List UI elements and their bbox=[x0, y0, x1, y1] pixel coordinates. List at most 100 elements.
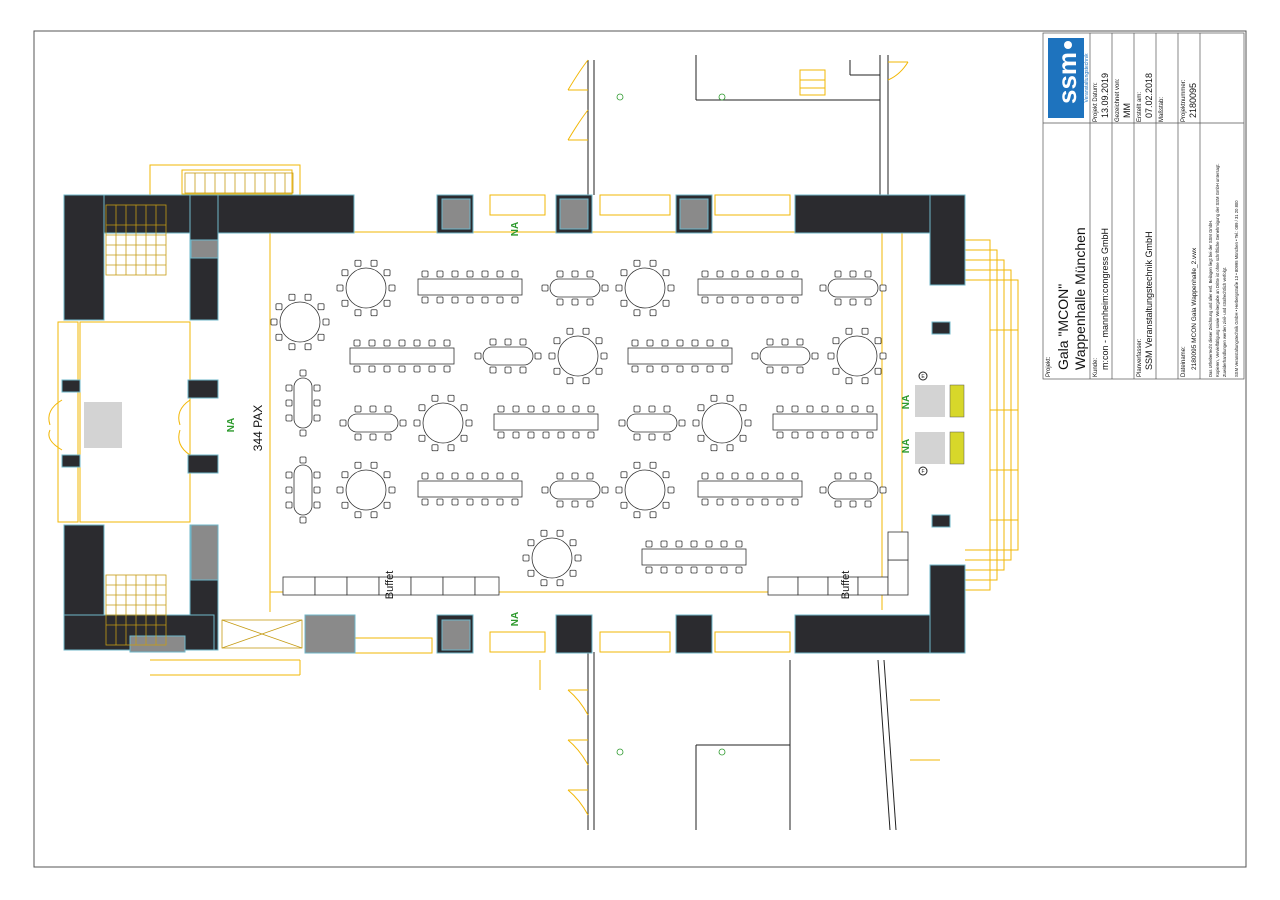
chair bbox=[572, 431, 580, 439]
chair bbox=[451, 270, 459, 278]
chair bbox=[791, 405, 799, 413]
chair bbox=[721, 339, 729, 347]
banquet-table bbox=[697, 480, 803, 498]
chair bbox=[285, 471, 293, 479]
planner-name: SSM Veranstaltungstechnik GmbH bbox=[1144, 231, 1154, 370]
drawn-by-label: Gezeichnet von: bbox=[1115, 78, 1121, 122]
capacity-label: 344 PAX bbox=[251, 405, 265, 451]
chair bbox=[791, 296, 799, 304]
chair bbox=[633, 405, 641, 413]
chair bbox=[553, 367, 561, 375]
chair bbox=[761, 498, 769, 506]
oval-table bbox=[759, 346, 811, 366]
chair bbox=[368, 339, 376, 347]
chair bbox=[465, 419, 473, 427]
chair bbox=[556, 270, 564, 278]
chair bbox=[383, 501, 391, 509]
chair bbox=[751, 352, 759, 360]
chair bbox=[866, 431, 874, 439]
chair bbox=[864, 298, 872, 306]
chair bbox=[512, 431, 520, 439]
project-location: Wappenhalle München bbox=[1072, 227, 1088, 370]
project-date: 13.09.2019 bbox=[1100, 73, 1110, 118]
chair bbox=[556, 529, 564, 537]
chair bbox=[481, 296, 489, 304]
chair bbox=[569, 539, 577, 547]
chair bbox=[731, 296, 739, 304]
chair bbox=[354, 309, 362, 317]
chair bbox=[662, 501, 670, 509]
round-table bbox=[624, 469, 666, 511]
chair bbox=[861, 327, 869, 335]
chair bbox=[540, 579, 548, 587]
chair bbox=[527, 569, 535, 577]
chair bbox=[496, 498, 504, 506]
chair bbox=[662, 269, 670, 277]
chair bbox=[716, 472, 724, 480]
chair bbox=[595, 337, 603, 345]
chair bbox=[556, 472, 564, 480]
chair bbox=[851, 431, 859, 439]
banquet-table bbox=[627, 347, 733, 365]
chair bbox=[383, 299, 391, 307]
chair bbox=[661, 365, 669, 373]
chair bbox=[489, 338, 497, 346]
chair bbox=[678, 419, 686, 427]
chair bbox=[354, 511, 362, 519]
chair bbox=[620, 501, 628, 509]
chair bbox=[735, 566, 743, 574]
chair bbox=[285, 384, 293, 392]
chair bbox=[660, 540, 668, 548]
exit-label-right-2: NA bbox=[901, 439, 912, 453]
chair bbox=[731, 472, 739, 480]
chair bbox=[436, 498, 444, 506]
chair bbox=[572, 405, 580, 413]
chair bbox=[527, 539, 535, 547]
chair bbox=[474, 352, 482, 360]
chair bbox=[662, 471, 670, 479]
chair bbox=[504, 366, 512, 374]
chair bbox=[398, 339, 406, 347]
exterior-yellow-outlines bbox=[48, 59, 1019, 816]
chair bbox=[739, 434, 747, 442]
round-table bbox=[531, 537, 573, 579]
chair bbox=[726, 444, 734, 452]
context-lines bbox=[587, 55, 897, 831]
chair bbox=[299, 369, 307, 377]
chair bbox=[569, 569, 577, 577]
chair bbox=[275, 333, 283, 341]
chair bbox=[879, 352, 887, 360]
chair bbox=[781, 366, 789, 374]
chair bbox=[600, 352, 608, 360]
chair bbox=[601, 284, 609, 292]
entrance-floor-mat bbox=[84, 402, 122, 448]
chair bbox=[849, 270, 857, 278]
filename-label: Dateiname: bbox=[1181, 346, 1187, 377]
chair bbox=[811, 352, 819, 360]
chair bbox=[313, 384, 321, 392]
chair bbox=[849, 472, 857, 480]
chair bbox=[821, 405, 829, 413]
chair bbox=[556, 579, 564, 587]
chair bbox=[370, 511, 378, 519]
chair bbox=[466, 270, 474, 278]
chair bbox=[285, 501, 293, 509]
chair bbox=[706, 365, 714, 373]
chair bbox=[313, 414, 321, 422]
chair bbox=[534, 352, 542, 360]
chair bbox=[646, 339, 654, 347]
chair bbox=[663, 405, 671, 413]
chair bbox=[716, 296, 724, 304]
chair bbox=[595, 367, 603, 375]
banquet-table bbox=[641, 548, 747, 566]
chair bbox=[460, 404, 468, 412]
chair bbox=[633, 259, 641, 267]
chair bbox=[556, 298, 564, 306]
chair bbox=[383, 339, 391, 347]
chair bbox=[519, 338, 527, 346]
chair bbox=[874, 367, 882, 375]
chair bbox=[744, 419, 752, 427]
chair bbox=[776, 472, 784, 480]
chair bbox=[553, 337, 561, 345]
chair bbox=[692, 419, 700, 427]
